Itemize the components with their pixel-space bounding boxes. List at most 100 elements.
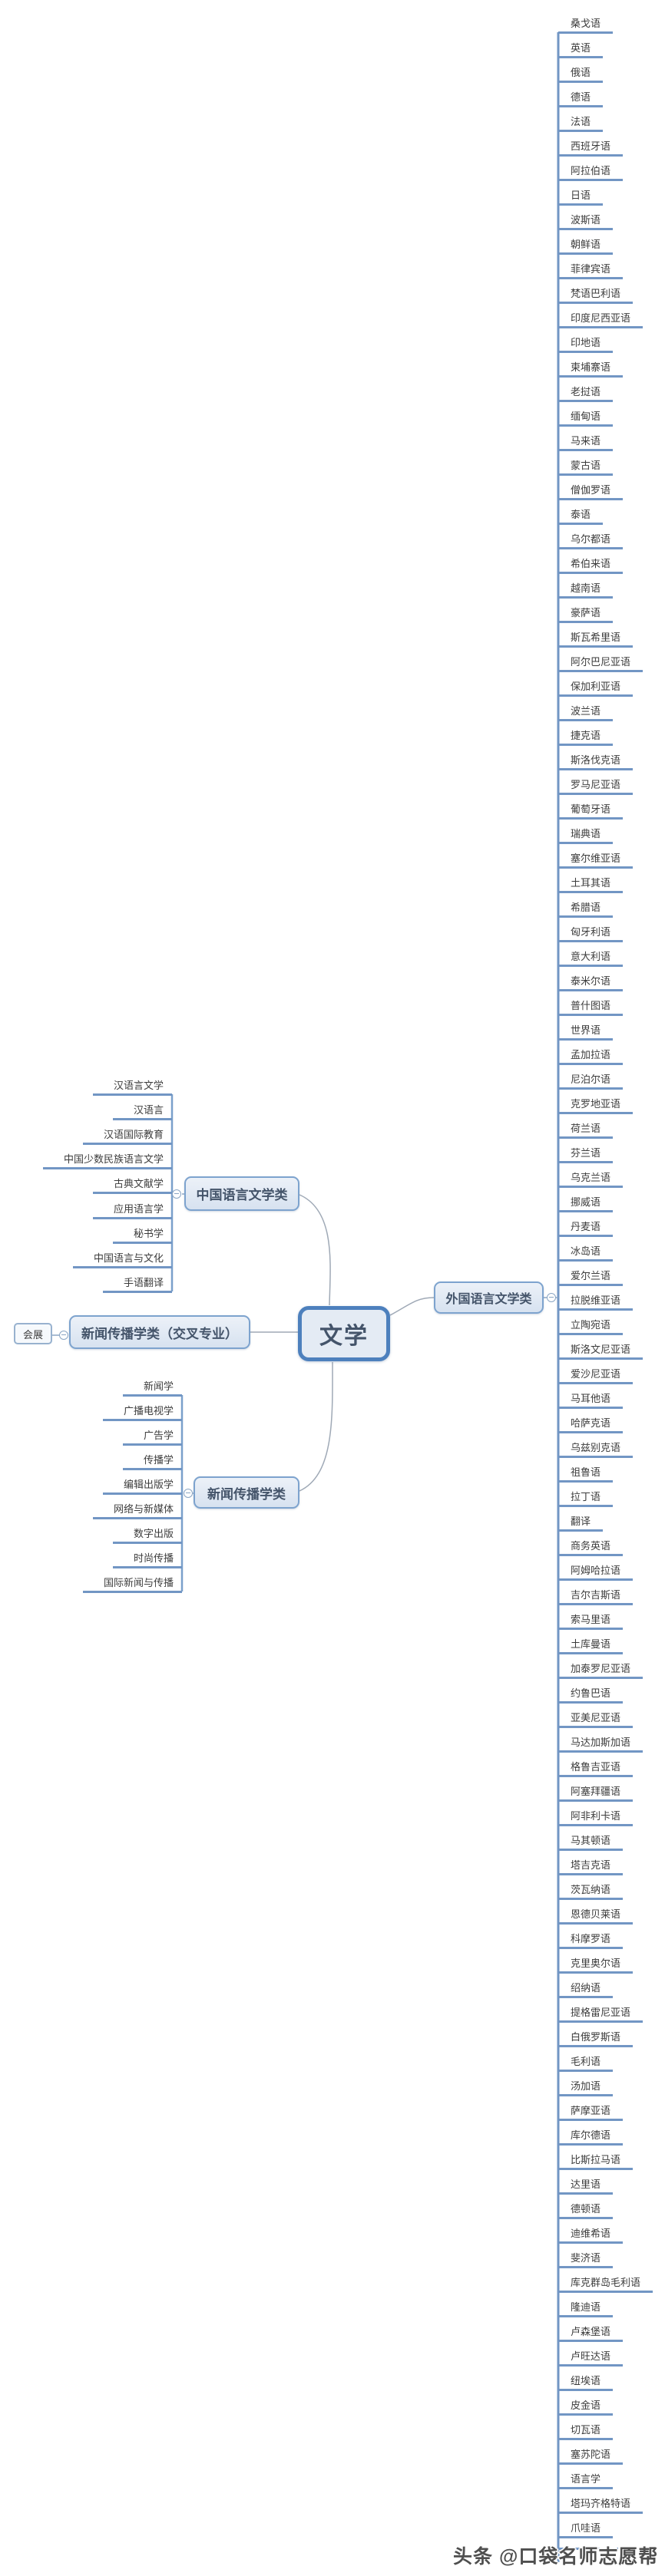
leaf-node-language[interactable]: 菲律宾语 [558,262,624,279]
leaf-node-language[interactable]: 茨瓦纳语 [558,1883,624,1900]
leaf-node-language[interactable]: 德语 [558,91,604,107]
leaf-node-language[interactable]: 乌克兰语 [558,1171,624,1188]
leaf-node-language[interactable]: 法语 [558,115,604,132]
leaf-node-language[interactable]: 语言学 [558,2472,614,2489]
leaf-node-language[interactable]: 罗马尼亚语 [558,778,634,795]
leaf-node-language[interactable]: 泰语 [558,508,604,525]
leaf-node-language[interactable]: 缅甸语 [558,410,614,427]
leaf-node-language[interactable]: 僧伽罗语 [558,483,624,500]
leaf-node-language[interactable]: 越南语 [558,582,614,599]
leaf-node-language[interactable]: 马其顿语 [558,1834,624,1851]
leaf-node-news[interactable]: 编辑出版学 [102,1478,182,1495]
leaf-node-language[interactable]: 意大利语 [558,950,624,967]
leaf-node-language[interactable]: 世界语 [558,1024,614,1041]
leaf-node-chinese[interactable]: 古典文献学 [92,1177,172,1194]
leaf-node-language[interactable]: 希伯来语 [558,557,624,574]
leaf-node-language[interactable]: 斐济语 [558,2251,614,2268]
leaf-node-language[interactable]: 斯洛伐克语 [558,754,634,770]
leaf-node-language[interactable]: 挪威语 [558,1196,614,1212]
leaf-node-language[interactable]: 哈萨克语 [558,1417,624,1433]
leaf-node-language[interactable]: 商务英语 [558,1539,624,1556]
leaf-node-language[interactable]: 格鲁吉亚语 [558,1760,634,1777]
leaf-node-language[interactable]: 加泰罗尼亚语 [558,1662,643,1679]
leaf-node-language[interactable]: 达里语 [558,2178,614,2195]
leaf-node-language[interactable]: 爱尔兰语 [558,1269,624,1286]
leaf-node-language[interactable]: 德顿语 [558,2202,614,2219]
leaf-node-language[interactable]: 土耳其语 [558,876,624,893]
leaf-node-exhibition[interactable]: 会展 [14,1323,52,1344]
leaf-node-language[interactable]: 梵语巴利语 [558,287,634,304]
leaf-node-news[interactable]: 网络与新媒体 [92,1502,182,1519]
branch-node-journalism-cross[interactable]: 新闻传播学类（交叉专业） [69,1315,250,1349]
leaf-node-news[interactable]: 国际新闻与传播 [82,1576,182,1593]
leaf-node-language[interactable]: 比斯拉马语 [558,2153,634,2170]
leaf-node-language[interactable]: 印度尼西亚语 [558,312,643,328]
leaf-node-chinese[interactable]: 应用语言学 [92,1202,172,1219]
collapse-toggle-cross[interactable] [59,1331,68,1340]
leaf-node-chinese[interactable]: 中国少数民族语言文学 [42,1153,172,1169]
leaf-node-language[interactable]: 斯瓦希里语 [558,631,634,648]
leaf-node-language[interactable]: 葡萄牙语 [558,803,624,820]
leaf-node-language[interactable]: 吉尔吉斯语 [558,1588,634,1605]
leaf-node-language[interactable]: 科摩罗语 [558,1932,624,1949]
leaf-node-news[interactable]: 广告学 [122,1429,182,1446]
leaf-node-chinese[interactable]: 汉语言 [112,1103,172,1120]
leaf-node-news[interactable]: 传播学 [122,1453,182,1470]
leaf-node-language[interactable]: 阿非利卡语 [558,1809,634,1826]
leaf-node-language[interactable]: 库克群岛毛利语 [558,2276,653,2293]
leaf-node-language[interactable]: 拉丁语 [558,1490,614,1507]
leaf-node-language[interactable]: 塞尔维亚语 [558,852,634,869]
leaf-node-language[interactable]: 索马里语 [558,1613,624,1630]
leaf-node-language[interactable]: 隆迪语 [558,2301,614,2317]
leaf-node-chinese[interactable]: 汉语言文学 [92,1079,172,1096]
leaf-node-language[interactable]: 日语 [558,189,604,206]
leaf-node-news[interactable]: 数字出版 [112,1527,182,1544]
leaf-node-language[interactable]: 阿姆哈拉语 [558,1564,634,1581]
leaf-node-language[interactable]: 塞苏陀语 [558,2448,624,2465]
leaf-node-language[interactable]: 波兰语 [558,704,614,721]
leaf-node-language[interactable]: 泰米尔语 [558,975,624,991]
leaf-node-language[interactable]: 匈牙利语 [558,925,624,942]
leaf-node-language[interactable]: 希腊语 [558,901,614,918]
leaf-node-language[interactable]: 阿尔巴尼亚语 [558,655,643,672]
leaf-node-language[interactable]: 迪维希语 [558,2227,624,2244]
leaf-node-language[interactable]: 绍纳语 [558,1981,614,1998]
leaf-node-news[interactable]: 广播电视学 [102,1404,182,1421]
leaf-node-language[interactable]: 拉脱维亚语 [558,1294,634,1311]
branch-node-journalism[interactable]: 新闻传播学类 [194,1476,299,1509]
collapse-toggle-foreign[interactable] [547,1293,556,1302]
leaf-node-language[interactable]: 乌尔都语 [558,533,624,549]
leaf-node-chinese[interactable]: 手语翻译 [102,1276,172,1293]
leaf-node-language[interactable]: 爱沙尼亚语 [558,1367,634,1384]
leaf-node-language[interactable]: 马耳他语 [558,1392,624,1409]
leaf-node-language[interactable]: 保加利亚语 [558,680,634,697]
leaf-node-language[interactable]: 恩德贝莱语 [558,1908,634,1925]
leaf-node-language[interactable]: 西班牙语 [558,140,624,157]
leaf-node-news[interactable]: 新闻学 [122,1380,182,1397]
leaf-node-language[interactable]: 印地语 [558,336,614,353]
leaf-node-language[interactable]: 豪萨语 [558,606,614,623]
collapse-toggle-chinese[interactable] [172,1189,181,1199]
leaf-node-language[interactable]: 阿拉伯语 [558,164,624,181]
leaf-node-language[interactable]: 乌兹别克语 [558,1441,634,1458]
leaf-node-language[interactable]: 毛利语 [558,2055,614,2072]
leaf-node-language[interactable]: 皮金语 [558,2399,614,2416]
leaf-node-language[interactable]: 老挝语 [558,385,614,402]
leaf-node-language[interactable]: 祖鲁语 [558,1466,614,1483]
leaf-node-language[interactable]: 克里奥尔语 [558,1957,634,1974]
leaf-node-language[interactable]: 斯洛文尼亚语 [558,1343,643,1360]
leaf-node-language[interactable]: 卢森堡语 [558,2325,624,2342]
branch-node-chinese-lang-lit[interactable]: 中国语言文学类 [184,1176,299,1211]
leaf-node-language[interactable]: 库尔德语 [558,2129,624,2146]
leaf-node-language[interactable]: 白俄罗斯语 [558,2030,634,2047]
leaf-node-language[interactable]: 朝鲜语 [558,238,614,255]
leaf-node-language[interactable]: 英语 [558,41,604,58]
leaf-node-language[interactable]: 冰岛语 [558,1245,614,1262]
leaf-node-language[interactable]: 卢旺达语 [558,2350,624,2367]
leaf-node-language[interactable]: 切瓦语 [558,2423,614,2440]
leaf-node-language[interactable]: 爪哇语 [558,2522,614,2538]
leaf-node-language[interactable]: 丹麦语 [558,1220,614,1237]
root-node-literature[interactable]: 文学 [298,1306,390,1361]
leaf-node-language[interactable]: 塔玛齐格特语 [558,2497,643,2514]
leaf-node-language[interactable]: 芬兰语 [558,1146,614,1163]
